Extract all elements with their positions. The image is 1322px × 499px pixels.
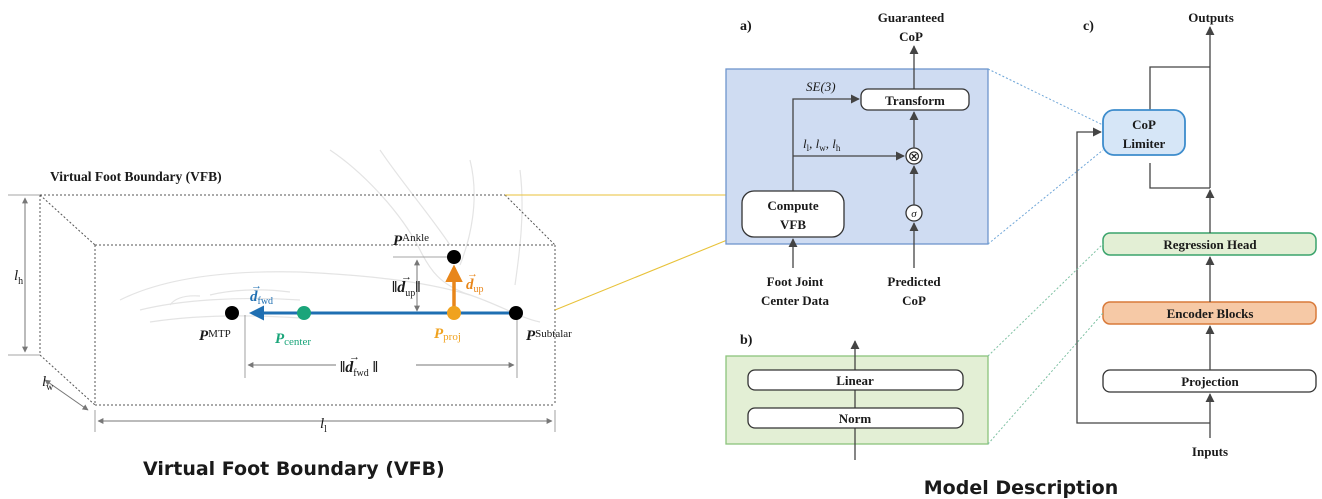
- predicted-cop-line2: CoP: [902, 293, 926, 308]
- dim-width: lw: [42, 374, 89, 411]
- cop-limiter-line1: CoP: [1132, 117, 1156, 132]
- svg-text:→: →: [401, 271, 412, 283]
- svg-text:Pproj: Pproj: [434, 326, 461, 343]
- foot-sketch: [119, 149, 541, 323]
- fwd-magnitude-dim: ‖dfwd ‖ →: [244, 315, 518, 379]
- dim-height: lh: [8, 194, 40, 356]
- subtalar-label-sub: Subtalar: [535, 328, 572, 340]
- fwd-vector-symbol: d: [250, 289, 258, 305]
- sigma-symbol: σ: [911, 208, 917, 220]
- panel-b-label: b): [740, 333, 753, 348]
- model-caption: Model Description: [924, 477, 1118, 499]
- dim-height-sub: h: [18, 276, 23, 287]
- svg-text:dfwd: dfwd: [250, 289, 273, 307]
- norm-label: Norm: [839, 411, 872, 426]
- dim-height-symbol: l: [14, 268, 18, 284]
- compute-vfb-line2: VFB: [780, 217, 806, 232]
- multiply-symbol: ⊗: [908, 147, 921, 165]
- vfb-caption: Virtual Foot Boundary (VFB): [143, 458, 445, 480]
- regression-head-label: Regression Head: [1163, 237, 1257, 252]
- subtalar-label-symbol: P: [526, 328, 536, 344]
- svg-text:dup: dup: [466, 277, 484, 295]
- svg-text:→: →: [349, 351, 360, 363]
- fwd-vector-sub: fwd: [258, 296, 274, 307]
- svg-text:PMTP: PMTP: [199, 328, 231, 344]
- cop-limiter-line2: Limiter: [1123, 136, 1166, 151]
- dims-sub-1: l: [807, 143, 810, 153]
- inputs-label: Inputs: [1192, 444, 1228, 459]
- panel-c: c) Outputs CoP Limiter Regression Head E…: [1076, 10, 1317, 459]
- ankle-label-sub: Ankle: [402, 232, 429, 244]
- vfb-connectors: [505, 194, 743, 311]
- ankle-point: [447, 250, 461, 264]
- outputs-label: Outputs: [1188, 10, 1234, 25]
- up-magnitude-symbol: d: [397, 279, 406, 296]
- svg-text:ll: ll: [320, 416, 327, 435]
- guaranteed-cop-line2: CoP: [899, 29, 923, 44]
- dim-length-sub: l: [324, 424, 327, 435]
- cop-limiter-block: [1102, 109, 1186, 156]
- dims-symbol-3: l: [832, 136, 836, 151]
- guaranteed-cop-line1: Guaranteed: [878, 10, 945, 25]
- dims-symbol-1: l: [803, 136, 807, 151]
- panel-c-label: c): [1083, 19, 1094, 34]
- mtp-label-sub: MTP: [208, 328, 231, 340]
- dim-width-symbol: l: [42, 374, 46, 390]
- svg-text:lw: lw: [42, 374, 54, 393]
- dim-length: ll: [94, 410, 556, 435]
- vfb-box: [39, 194, 556, 406]
- dims-sub-3: h: [836, 143, 841, 153]
- mtp-point: [225, 306, 239, 320]
- compute-vfb-line1: Compute: [767, 198, 819, 213]
- transform-label: Transform: [885, 93, 945, 108]
- dims-sub-2: w: [819, 143, 826, 153]
- svg-text:lh: lh: [14, 268, 23, 287]
- svg-text:→: →: [251, 280, 262, 292]
- panel-b: b) Linear Norm: [725, 333, 989, 460]
- foot-joint-line2: Center Data: [761, 293, 829, 308]
- predicted-cop-line1: Predicted: [887, 274, 941, 289]
- dims-symbol-2: l: [816, 136, 820, 151]
- panel-a-label: a): [740, 19, 752, 34]
- proj-label-symbol: P: [434, 326, 444, 342]
- vfb-box-label: Virtual Foot Boundary (VFB): [50, 169, 222, 184]
- linear-block: [747, 369, 964, 391]
- mtp-label-symbol: P: [199, 328, 209, 344]
- proj-label-sub: proj: [443, 331, 461, 343]
- projection-label: Projection: [1181, 374, 1239, 389]
- ankle-label-symbol: P: [393, 233, 403, 249]
- vfb-panel: Virtual Foot Boundary (VFB) lh lw ll: [8, 149, 572, 480]
- svg-text:PAnkle: PAnkle: [393, 232, 429, 249]
- center-point: [297, 306, 311, 320]
- panel-b-background: [725, 355, 989, 445]
- transform-block: [860, 88, 970, 111]
- fwd-magnitude-sub: fwd: [353, 368, 369, 379]
- fwd-magnitude-symbol: d: [345, 359, 354, 376]
- center-label-sub: center: [284, 336, 311, 348]
- panel-a: a) Guaranteed CoP Transform Compute VFB …: [725, 10, 989, 308]
- svg-text:PSubtalar: PSubtalar: [526, 328, 572, 344]
- subtalar-point: [509, 306, 523, 320]
- svg-text:→: →: [467, 268, 478, 280]
- center-label-symbol: P: [275, 331, 285, 347]
- up-magnitude-sub: up: [405, 288, 415, 299]
- dim-width-sub: w: [46, 382, 54, 393]
- svg-text:Pcenter: Pcenter: [275, 331, 311, 348]
- foot-joint-line1: Foot Joint: [767, 274, 824, 289]
- svg-text:ll, lw, lh: ll, lw, lh: [803, 136, 841, 153]
- up-vector-symbol: d: [466, 277, 474, 293]
- dim-length-symbol: l: [320, 416, 324, 432]
- norm-block: [747, 407, 964, 429]
- up-vector-sub: up: [474, 284, 484, 295]
- se3-label: SE(3): [806, 79, 836, 94]
- svg-text:‖dfwd ‖: ‖dfwd ‖: [340, 359, 378, 379]
- proj-point: [447, 306, 461, 320]
- linear-label: Linear: [836, 373, 874, 388]
- encoder-blocks-label: Encoder Blocks: [1167, 306, 1254, 321]
- panel-connectors: [987, 68, 1104, 445]
